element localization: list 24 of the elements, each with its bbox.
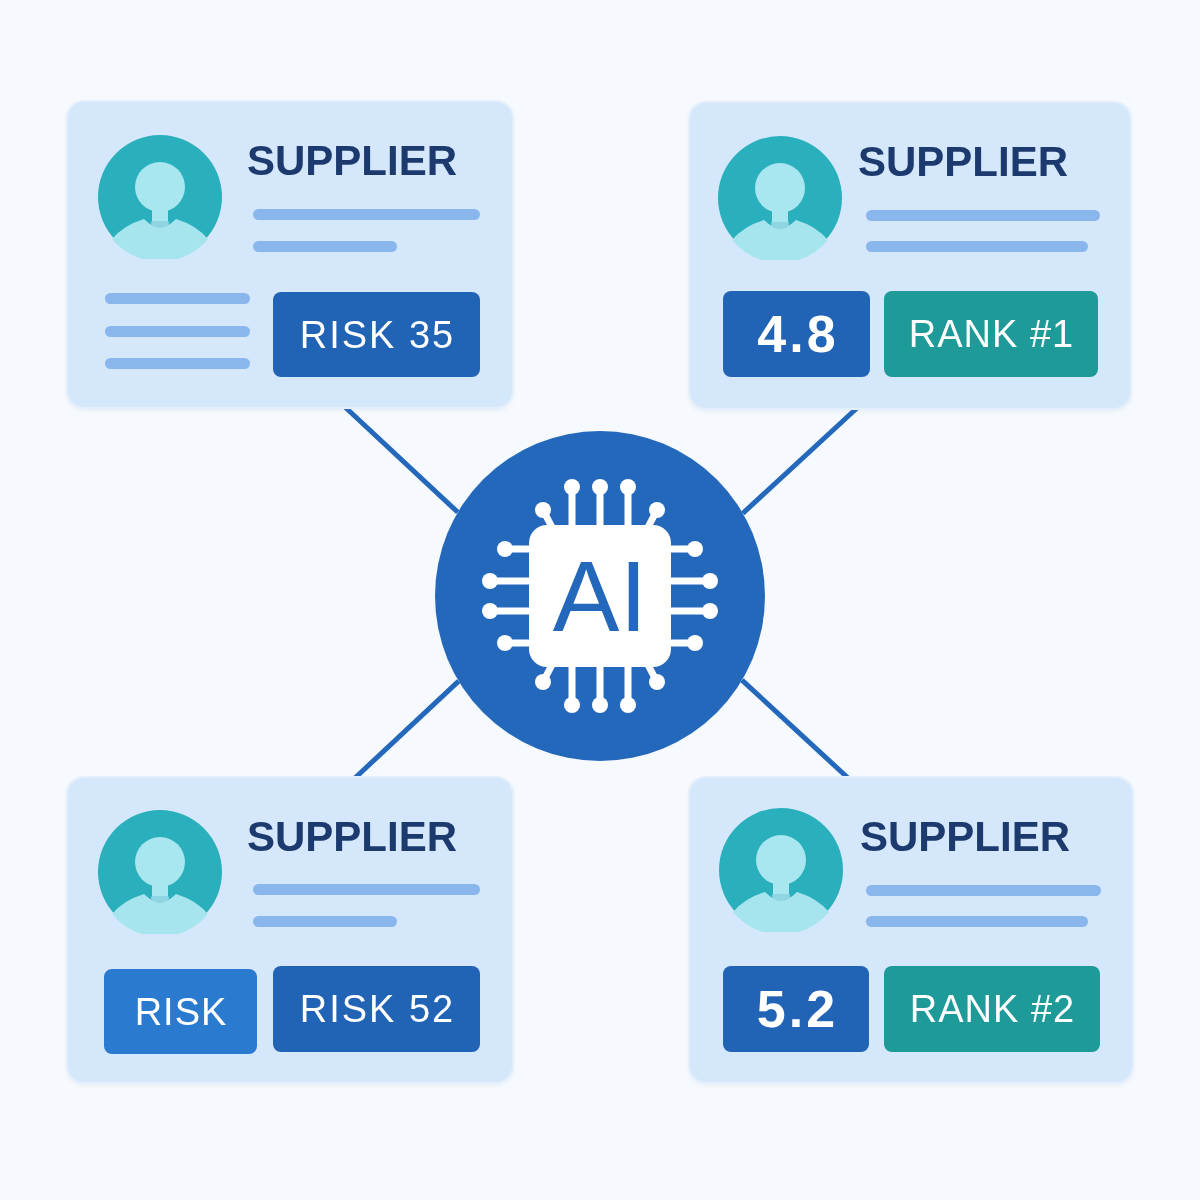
supplier-card	[690, 103, 1130, 408]
rating-value: 5.2	[755, 983, 839, 1035]
risk-badge	[104, 969, 257, 1054]
card-title: SUPPLIER	[247, 140, 458, 182]
rank-label: RANK #1	[907, 315, 1075, 353]
rank-badge	[884, 291, 1098, 377]
risk-badge	[273, 292, 480, 377]
supplier-card	[690, 778, 1132, 1082]
rank-badge	[884, 966, 1100, 1052]
risk-badge	[273, 966, 480, 1052]
chip-label: AI	[552, 546, 648, 646]
card-title: SUPPLIER	[860, 816, 1071, 858]
card-title: SUPPLIER	[858, 141, 1069, 183]
rank-label: RANK #2	[908, 990, 1076, 1028]
supplier-card	[68, 102, 512, 407]
rating-badge	[723, 966, 869, 1052]
risk-label: RISK 52	[298, 990, 456, 1028]
rating-badge	[723, 291, 870, 377]
risk-label: RISK 35	[298, 315, 456, 354]
risk-label: RISK	[133, 992, 228, 1031]
supplier-card	[68, 778, 512, 1082]
processor-chip	[529, 525, 671, 667]
rating-value: 4.8	[756, 308, 839, 360]
card-title: SUPPLIER	[247, 816, 458, 858]
